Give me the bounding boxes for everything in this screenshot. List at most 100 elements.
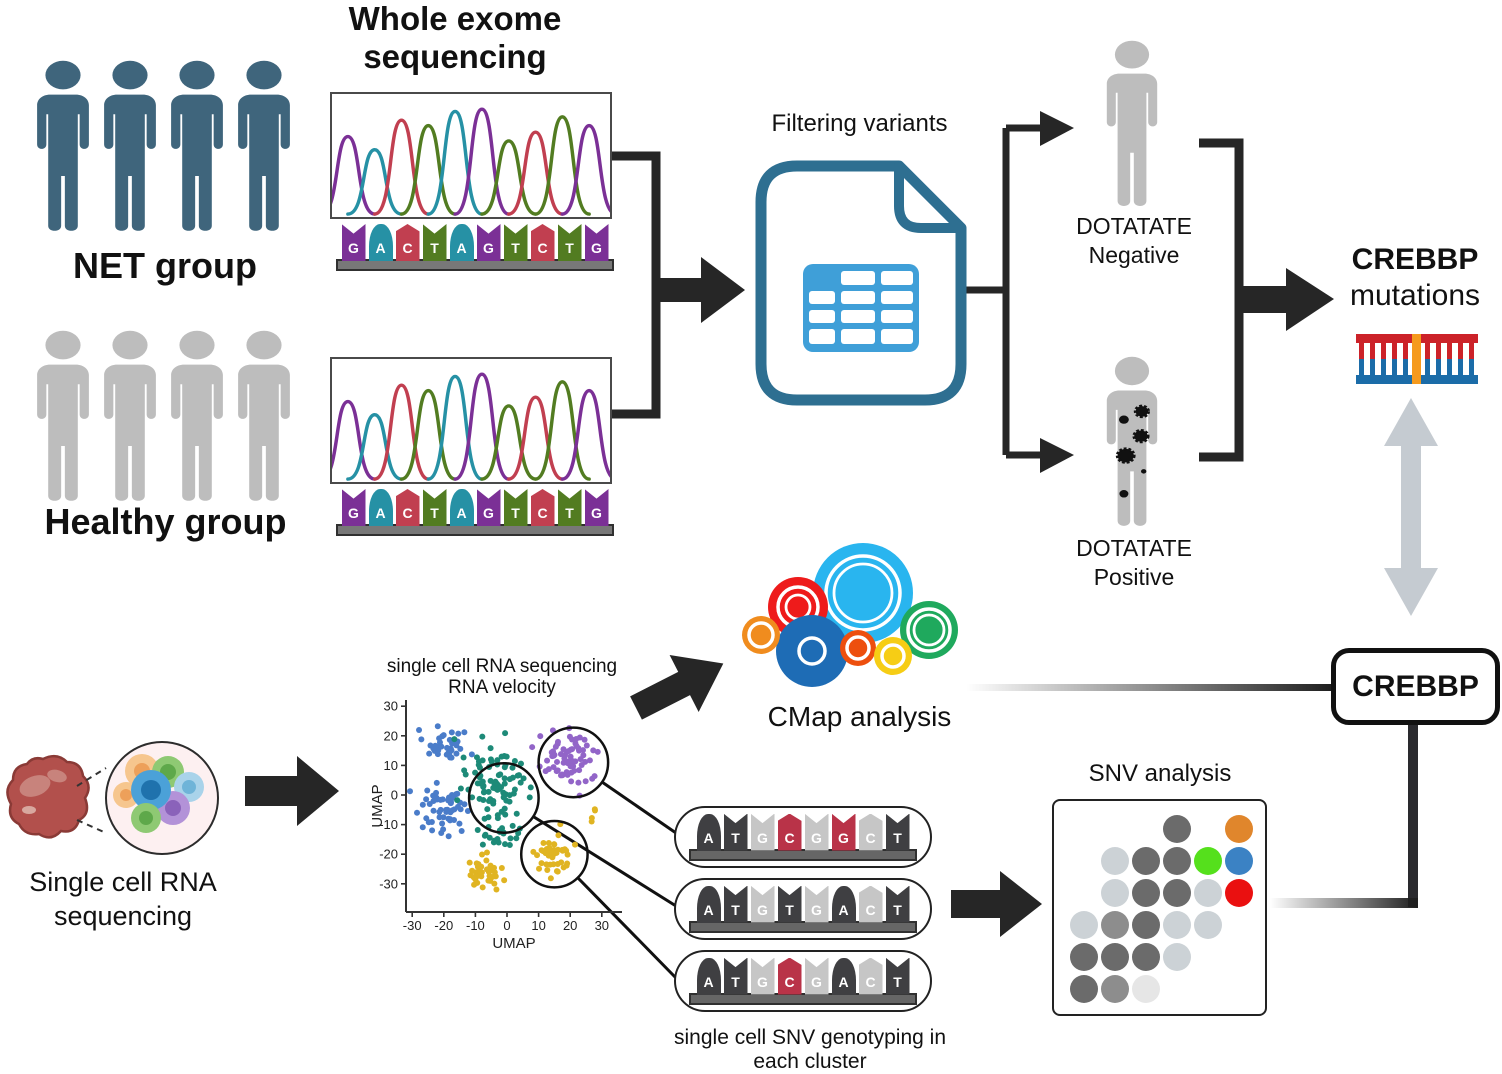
snv-dot-medium bbox=[1101, 911, 1129, 939]
nucleotide-tile-A: A bbox=[696, 885, 721, 923]
nucleotide-tile-T: T bbox=[885, 813, 910, 851]
cluster-line-3 bbox=[576, 876, 678, 980]
dotatate-negative-person-icon bbox=[1106, 40, 1158, 206]
snv-dot-dark bbox=[1070, 975, 1098, 1003]
svg-text:-30: -30 bbox=[403, 918, 422, 933]
nucleotide-tile-T: T bbox=[723, 885, 748, 923]
nucleotide-tile-A: A bbox=[696, 813, 721, 851]
person-icon bbox=[171, 60, 223, 231]
svg-text:-10: -10 bbox=[379, 817, 398, 832]
snv-dot-dark bbox=[1163, 879, 1191, 907]
chromatogram-net bbox=[330, 92, 612, 219]
umap-subtitle: RNA velocity bbox=[448, 677, 556, 698]
snv-genotyping-caption: single cell SNV genotyping in each clust… bbox=[674, 1026, 946, 1073]
chromatogram-peak bbox=[399, 123, 457, 216]
cluster-line-1 bbox=[601, 780, 677, 835]
chromatogram-peak bbox=[346, 412, 404, 481]
nucleotide-tile-C: C bbox=[777, 957, 802, 995]
svg-text:-20: -20 bbox=[434, 918, 453, 933]
nucleotide-tile-C: C bbox=[858, 885, 883, 923]
snv-dot-light bbox=[1101, 879, 1129, 907]
chromatogram-peak bbox=[426, 374, 484, 481]
dotatate-negative-line1: DOTATATE bbox=[1076, 213, 1192, 239]
nucleotide-tile-A: A bbox=[831, 885, 856, 923]
filtering-variants-label: Filtering variants bbox=[771, 110, 948, 137]
crebbp-mutations-line1: CREBBP bbox=[1351, 243, 1479, 276]
svg-text:-20: -20 bbox=[379, 847, 398, 862]
snv-dot-light bbox=[1194, 911, 1222, 939]
snv-to-crebbp-line bbox=[1270, 898, 1418, 908]
nucleotide-tile-C: C bbox=[395, 224, 420, 261]
snv-dot-xlight bbox=[1132, 975, 1160, 1003]
person-icon bbox=[104, 60, 156, 231]
arrow-to-crebbp-mutations bbox=[1243, 268, 1334, 331]
arrow-umap-to-cmap bbox=[630, 654, 724, 720]
person-icon bbox=[37, 60, 89, 231]
crebbp-node: CREBBP bbox=[1331, 648, 1500, 725]
crebbp-down-line bbox=[1408, 722, 1418, 907]
nucleotide-tile-T: T bbox=[422, 224, 447, 261]
svg-text:UMAP: UMAP bbox=[492, 935, 535, 952]
nucleotide-tile-G: G bbox=[831, 813, 856, 851]
chromatogram-peak bbox=[372, 118, 431, 216]
nucleotide-tile-G: G bbox=[750, 957, 775, 995]
chromatogram-peak bbox=[480, 404, 538, 481]
wes-title: Whole exome sequencing bbox=[348, 0, 562, 75]
chromatogram-peak bbox=[426, 109, 484, 216]
chromatogram-peak bbox=[480, 139, 538, 216]
dotatate-positive-line2: Positive bbox=[1093, 563, 1175, 590]
nucleotide-tile-C: C bbox=[858, 813, 883, 851]
tumor-spots-icon bbox=[1115, 404, 1150, 498]
magnifier-dashed-lines bbox=[76, 767, 107, 834]
nucleotide-tile-T: T bbox=[557, 224, 582, 261]
tumor-sample-icon bbox=[6, 741, 219, 855]
svg-text:30: 30 bbox=[595, 918, 609, 933]
snv-dot-orange bbox=[1225, 815, 1253, 843]
person-icon bbox=[171, 330, 223, 501]
chromatogram-peak bbox=[533, 115, 591, 216]
chromatogram-peak bbox=[506, 395, 565, 481]
svg-text:30: 30 bbox=[384, 699, 398, 714]
arrow-pills-to-snv bbox=[951, 871, 1042, 937]
snv-dot-dark bbox=[1070, 943, 1098, 971]
svg-text:20: 20 bbox=[384, 728, 398, 743]
chromatogram-healthy bbox=[330, 357, 612, 484]
cmap-to-crebbp-line bbox=[966, 684, 1332, 691]
snv-dot-green bbox=[1194, 847, 1222, 875]
snv-dot-light bbox=[1101, 847, 1129, 875]
svg-text:-10: -10 bbox=[466, 918, 485, 933]
nucleotide-tile-G: G bbox=[341, 489, 366, 526]
snv-dot-light bbox=[1070, 911, 1098, 939]
spreadsheet-document-icon bbox=[755, 160, 967, 406]
merge-bracket-left bbox=[612, 151, 661, 419]
chromatogram-peak bbox=[506, 130, 565, 216]
snv-dot-medium bbox=[1101, 975, 1129, 1003]
nucleotide-tile-T: T bbox=[557, 489, 582, 526]
chromatogram-peak bbox=[372, 383, 431, 481]
person-icon bbox=[238, 60, 290, 231]
nucleotide-tile-G: G bbox=[476, 489, 501, 526]
nucleotide-tile-C: C bbox=[777, 813, 802, 851]
arrow-to-filtering-icon bbox=[655, 257, 745, 323]
snv-dot-dark bbox=[1163, 815, 1191, 843]
dotatate-positive-person-icon bbox=[1106, 356, 1158, 526]
nucleotide-tile-G: G bbox=[804, 885, 829, 923]
snv-dot-dark bbox=[1132, 847, 1160, 875]
snv-dot-dark bbox=[1132, 943, 1160, 971]
snv-dot-red bbox=[1225, 879, 1253, 907]
nucleotide-tile-T: T bbox=[885, 885, 910, 923]
snv-dot-dark bbox=[1163, 847, 1191, 875]
nucleotide-tile-T: T bbox=[422, 489, 447, 526]
nucleotide-tile-G: G bbox=[584, 489, 609, 526]
svg-text:0: 0 bbox=[391, 788, 398, 803]
double-arrow-gray bbox=[1384, 398, 1438, 616]
person-icon bbox=[37, 330, 89, 501]
umap-title: single cell RNA sequencing bbox=[386, 656, 618, 677]
chromatogram-peak bbox=[560, 388, 610, 481]
